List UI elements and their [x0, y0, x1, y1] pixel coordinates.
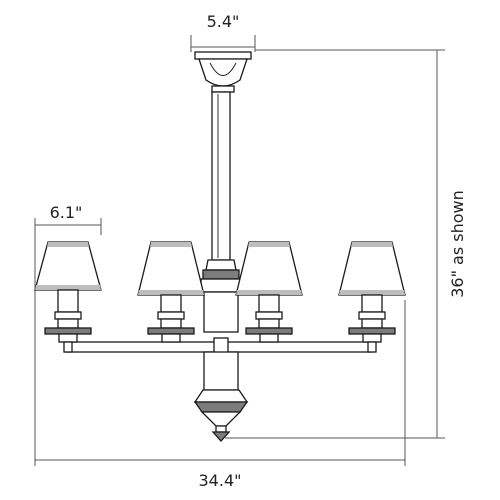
bobeche-2 [147, 327, 195, 335]
candle-sleeve-1 [57, 289, 79, 313]
bobeche-3 [245, 327, 293, 335]
overall-width-label: 34.4" [199, 471, 242, 490]
overall-width-dimension: 34.4" [34, 290, 406, 490]
stem [211, 91, 231, 261]
candle-sleeve-2 [160, 294, 182, 313]
lamp-shade-3 [235, 241, 303, 296]
bobeche-1 [44, 327, 92, 335]
canopy [194, 51, 252, 93]
lamp-shade-2 [137, 241, 205, 296]
canopy-width-dimension: 5.4" [190, 12, 256, 52]
light-arm-2 [137, 241, 205, 343]
shade-width-dimension: 6.1" [34, 203, 102, 290]
lamp-shade-1 [34, 241, 102, 291]
overall-height-label: 36" as shown [448, 190, 467, 298]
canopy-width-label: 5.4" [207, 12, 240, 31]
lamp-shade-4 [338, 241, 406, 296]
bottom-finial [193, 389, 249, 442]
light-arm-1 [34, 241, 102, 353]
light-arm-3 [235, 241, 303, 343]
candle-sleeve-3 [258, 294, 280, 313]
candle-sleeve-4 [361, 294, 383, 313]
arm-bar [65, 337, 373, 391]
shade-width-label: 6.1" [50, 203, 83, 222]
center-column [200, 259, 242, 333]
bobeche-4 [348, 327, 396, 335]
light-arm-4 [338, 241, 406, 353]
overall-height-dimension: 36" as shown [225, 49, 467, 439]
